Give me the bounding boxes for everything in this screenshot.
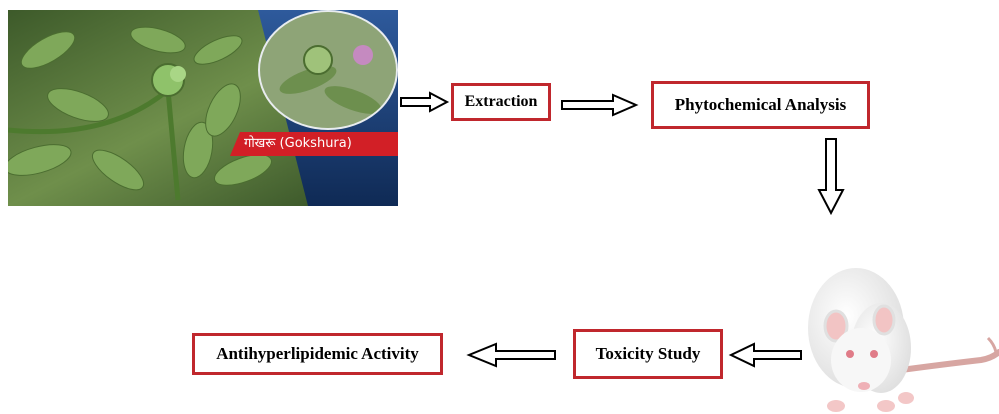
- toxicity-study-label: Toxicity Study: [595, 344, 701, 363]
- extraction-label: Extraction: [464, 93, 538, 110]
- plant-photo-icon: [8, 10, 398, 206]
- arrow-right-icon: [561, 93, 639, 117]
- phytochemical-analysis-label: Phytochemical Analysis: [674, 95, 847, 114]
- antihyperlipidemic-activity-box: Antihyperlipidemic Activity: [192, 333, 443, 375]
- rat-icon: [808, 268, 999, 412]
- arrow-right-icon: [400, 91, 450, 113]
- gokshura-plant-photo: गोखरू (Gokshura): [8, 10, 398, 206]
- arrow-left-icon: [728, 342, 802, 368]
- antihyperlipidemic-activity-label: Antihyperlipidemic Activity: [216, 344, 419, 363]
- arrow-down-icon: [817, 138, 845, 216]
- toxicity-study-box: Toxicity Study: [573, 329, 723, 379]
- phytochemical-analysis-box: Phytochemical Analysis: [651, 81, 870, 129]
- photo-caption: गोखरू (Gokshura): [244, 136, 352, 151]
- arrow-left-icon: [466, 342, 556, 368]
- extraction-box: Extraction: [451, 83, 551, 121]
